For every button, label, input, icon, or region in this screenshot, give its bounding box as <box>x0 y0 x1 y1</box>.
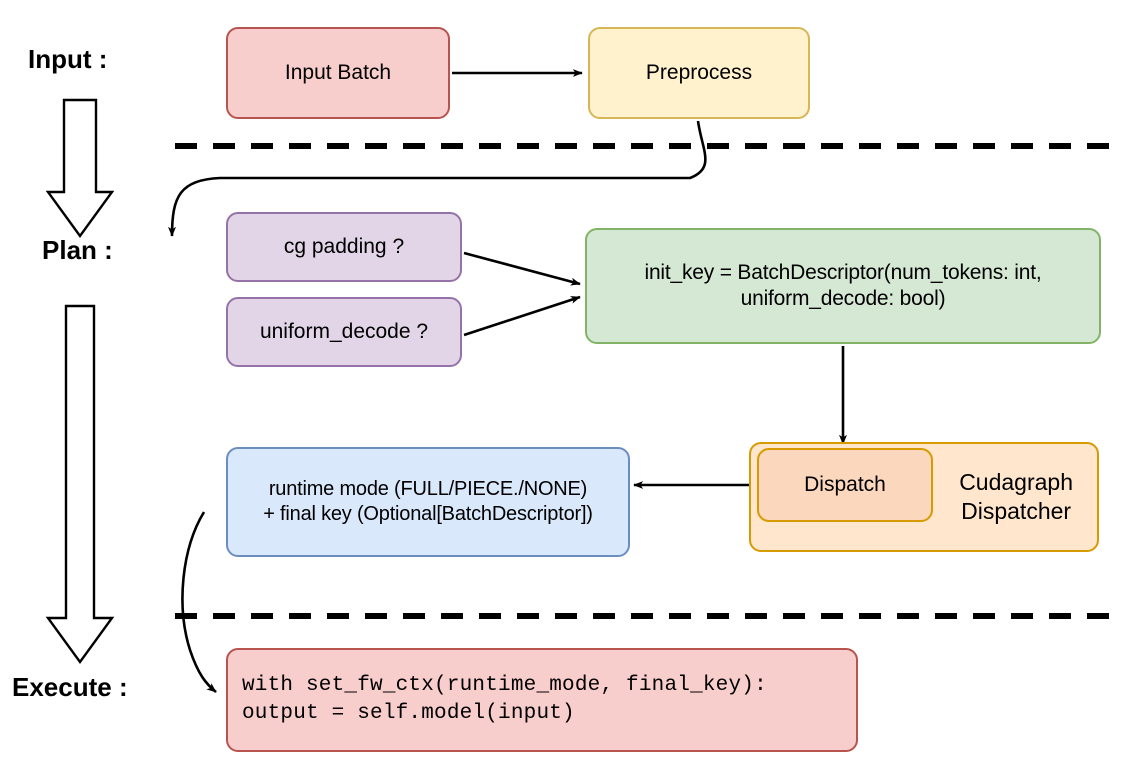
stage-label-execute: Execute : <box>12 672 128 702</box>
stage-label-input: Input : <box>28 44 108 74</box>
edge-cg-padding-to-init-key <box>463 251 581 286</box>
node-exec-code[interactable]: with set_fw_ctx(runtime_mode, final_key)… <box>226 648 858 752</box>
node-runtime-mode[interactable]: runtime mode (FULL/PIECE./NONE) + final … <box>226 447 630 557</box>
big-arrow-input-to-plan <box>45 98 115 239</box>
edge-runtime-mode-to-exec-code <box>181 511 217 694</box>
node-preprocess[interactable]: Preprocess <box>588 27 810 119</box>
node-dispatch[interactable]: Dispatch <box>757 448 933 522</box>
edge-uniform-decode-to-init-key <box>463 295 581 337</box>
big-arrow-plan-to-execute <box>45 304 115 665</box>
node-uniform-decode[interactable]: uniform_decode ? <box>226 297 462 367</box>
node-cg-padding[interactable]: cg padding ? <box>226 212 462 282</box>
node-init-key[interactable]: init_key = BatchDescriptor(num_tokens: i… <box>585 228 1101 344</box>
stage-label-plan: Plan : <box>42 235 113 265</box>
node-input-batch[interactable]: Input Batch <box>226 27 450 119</box>
